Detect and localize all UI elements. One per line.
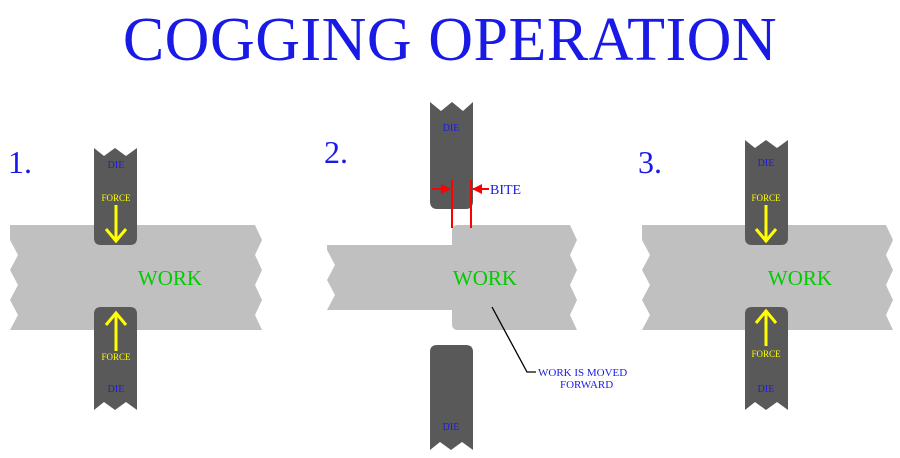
step-2-bottom-die-label: DIE bbox=[443, 422, 460, 433]
step-3-workpiece bbox=[642, 225, 893, 330]
step-2-number: 2. bbox=[324, 134, 348, 170]
step-1: 1. WORK DIE FORCE FORCE DIE bbox=[8, 144, 262, 410]
step-1-bottom-force-label: FORCE bbox=[101, 352, 131, 362]
step-3-top-force-arrow bbox=[754, 205, 778, 244]
step-1-top-die-label: DIE bbox=[108, 160, 125, 171]
step-2-bite-indicator bbox=[432, 180, 489, 228]
step-1-number: 1. bbox=[8, 144, 32, 180]
step-1-work-label: WORK bbox=[138, 266, 202, 290]
step-1-top-force-arrow bbox=[104, 205, 128, 244]
step-3-bottom-force-label: FORCE bbox=[751, 349, 781, 359]
step-3-work-label: WORK bbox=[768, 266, 832, 290]
step-2-callout-line2: FORWARD bbox=[560, 379, 613, 391]
step-3-bottom-die bbox=[745, 307, 788, 410]
step-2-callout-line1: WORK IS MOVED bbox=[538, 367, 627, 379]
step-3: 3. WORK DIE FORCE FORCE DIE bbox=[638, 140, 893, 410]
step-3-top-die bbox=[745, 140, 788, 245]
step-1-top-force-label: FORCE bbox=[101, 193, 131, 203]
step-2-bite-label: BITE bbox=[490, 183, 521, 198]
step-3-top-force-label: FORCE bbox=[751, 193, 781, 203]
step-1-bottom-die-label: DIE bbox=[108, 384, 125, 395]
step-2: 2. WORK DIE BITE DIE WORK IS MOVED FORWA… bbox=[324, 102, 627, 450]
step-2-work-label: WORK bbox=[453, 266, 517, 290]
step-3-bottom-force-arrow bbox=[754, 308, 778, 346]
step-2-callout-line bbox=[491, 306, 536, 373]
step-2-top-die bbox=[430, 102, 473, 209]
step-2-top-die-label: DIE bbox=[443, 123, 460, 134]
step-2-bottom-die bbox=[430, 345, 473, 450]
step-1-bottom-die bbox=[94, 307, 137, 410]
step-3-number: 3. bbox=[638, 144, 662, 180]
step-3-bottom-die-label: DIE bbox=[758, 384, 775, 395]
step-2-workpiece bbox=[327, 225, 577, 330]
page-title: COGGING OPERATION bbox=[122, 6, 778, 74]
step-1-bottom-force-arrow bbox=[104, 310, 128, 351]
step-3-top-die-label: DIE bbox=[758, 158, 775, 169]
step-1-top-die bbox=[94, 148, 137, 245]
step-1-workpiece bbox=[10, 225, 262, 330]
